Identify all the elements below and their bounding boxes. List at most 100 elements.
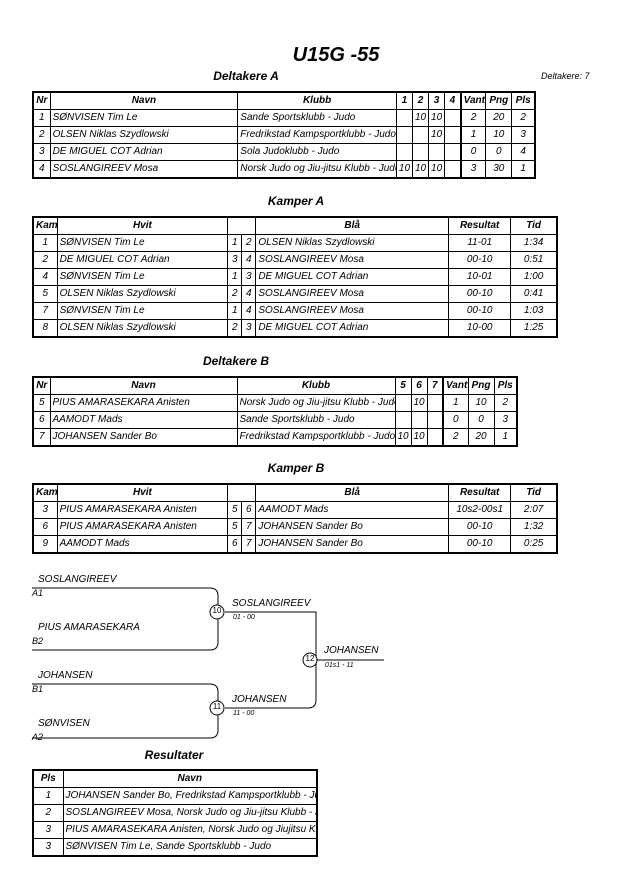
cell-vant: 3 [459, 160, 487, 179]
col-hvit: Hvit [56, 483, 229, 502]
cell-white-nr: 1 [227, 234, 243, 252]
bracket-sf1-bottom-seed: B2 [32, 636, 44, 646]
cell-blue: DE MIGUEL COT Adrian [255, 319, 450, 338]
cell-white-nr: 1 [227, 302, 243, 320]
cell-name: JOHANSEN Sander Bo [49, 428, 238, 447]
cell-name: PIUS AMARASEKARA Anisten, Norsk Judo og … [62, 821, 318, 839]
cell-time: 1:00 [510, 268, 558, 286]
bracket-sf2-lines [32, 683, 219, 739]
page-title: U15G -55 [292, 44, 380, 66]
section-title-kamper-b: Kamper B [267, 461, 325, 475]
cell-kamp: 7 [32, 302, 58, 320]
col-2: 2 [411, 91, 430, 110]
cell-white: OLSEN Niklas Szydlowski [56, 319, 229, 338]
cell-score-5: 10 [394, 428, 412, 447]
table-header-row: Pls Navn [32, 769, 318, 788]
cell-club: Fredrikstad Kampsportklubb - Judo [236, 428, 396, 447]
col-resultat: Resultat [448, 216, 512, 235]
col-kamp: Kamp [32, 483, 58, 502]
match-12-number: 12 [305, 654, 315, 663]
cell-pls: 3 [32, 838, 64, 857]
cell-result: 10-00 [448, 319, 512, 338]
cell-name: OLSEN Niklas Szydlowski [49, 126, 239, 144]
section-title-deltakere-b: Deltakere B [202, 354, 270, 368]
cell-pls: 1 [493, 428, 518, 447]
cell-png: 10 [467, 394, 495, 412]
cell-score-1 [395, 143, 413, 161]
cell-name: JOHANSEN Sander Bo, Fredrikstad Kampspor… [62, 787, 318, 805]
cell-blue: SOSLANGIREEV Mosa [255, 251, 450, 269]
table-header-row: Nr Navn Klubb 1 2 3 4 Vant Png Pls [32, 91, 536, 110]
cell-score-2 [411, 126, 430, 144]
bracket-sf1-bottom-name: PIUS AMARASEKARA [38, 622, 140, 633]
bracket-sf2-winner: JOHANSEN [232, 694, 287, 705]
col-navn: Navn [49, 91, 239, 110]
cell-white-nr: 2 [227, 285, 243, 303]
cell-name: DE MIGUEL COT Adrian [49, 143, 239, 161]
match-12-circle [302, 652, 318, 668]
cell-name: SOSLANGIREEV Mosa [49, 160, 239, 179]
col-nr: Nr [32, 91, 51, 110]
cell-white-nr: 5 [227, 518, 243, 536]
table-header-row: Kamp Hvit Blå Resultat Tid [32, 483, 558, 502]
col-5: 5 [394, 376, 412, 395]
col-tid: Tid [510, 216, 558, 235]
col-vant: Vant [442, 376, 469, 395]
col-bla: Blå [255, 216, 450, 235]
cell-white: SØNVISEN Tim Le [56, 234, 229, 252]
cell-time: 1:03 [510, 302, 558, 320]
cell-name: PIUS AMARASEKARA Anisten [49, 394, 238, 412]
cell-kamp: 9 [32, 535, 58, 554]
section-title-kamper-a: Kamper A [267, 194, 325, 208]
cell-blue: AAMODT Mads [255, 501, 450, 519]
cell-blue: SOSLANGIREEV Mosa [255, 302, 450, 320]
bracket-sf2-to-final [225, 660, 317, 709]
cell-club: Sande Sportsklubb - Judo [236, 411, 396, 429]
cell-nr: 7 [32, 428, 51, 447]
cell-blue: JOHANSEN Sander Bo [255, 535, 450, 554]
col-3: 3 [428, 91, 446, 110]
cell-score-4 [444, 160, 462, 179]
cell-score-2 [411, 143, 430, 161]
cell-kamp: 3 [32, 501, 58, 519]
cell-score-7 [426, 394, 444, 412]
cell-nr: 1 [32, 109, 51, 127]
cell-result: 10s2-00s1 [448, 501, 512, 519]
cell-blue-nr: 2 [241, 234, 257, 252]
cell-time: 2:07 [510, 501, 558, 519]
cell-result: 10-01 [448, 268, 512, 286]
cell-kamp: 5 [32, 285, 58, 303]
cell-time: 0:25 [510, 535, 558, 554]
cell-blue-nr: 7 [241, 535, 257, 554]
bracket-sf2-top-name: JOHANSEN [38, 670, 93, 681]
cell-png: 30 [485, 160, 513, 179]
bracket-sf2-bottom-name: SØNVISEN [38, 718, 90, 729]
cell-result: 00-10 [448, 285, 512, 303]
cell-white-nr: 1 [227, 268, 243, 286]
cell-name: SOSLANGIREEV Mosa, Norsk Judo og Jiu-jit… [62, 804, 318, 822]
cell-pls: 1 [511, 160, 536, 179]
cell-time: 1:34 [510, 234, 558, 252]
cell-pls: 2 [32, 804, 64, 822]
cell-blue-nr: 3 [241, 268, 257, 286]
cell-white: SØNVISEN Tim Le [56, 268, 229, 286]
cell-score-3: 10 [428, 126, 446, 144]
cell-png: 10 [485, 126, 513, 144]
cell-score-4 [444, 143, 462, 161]
